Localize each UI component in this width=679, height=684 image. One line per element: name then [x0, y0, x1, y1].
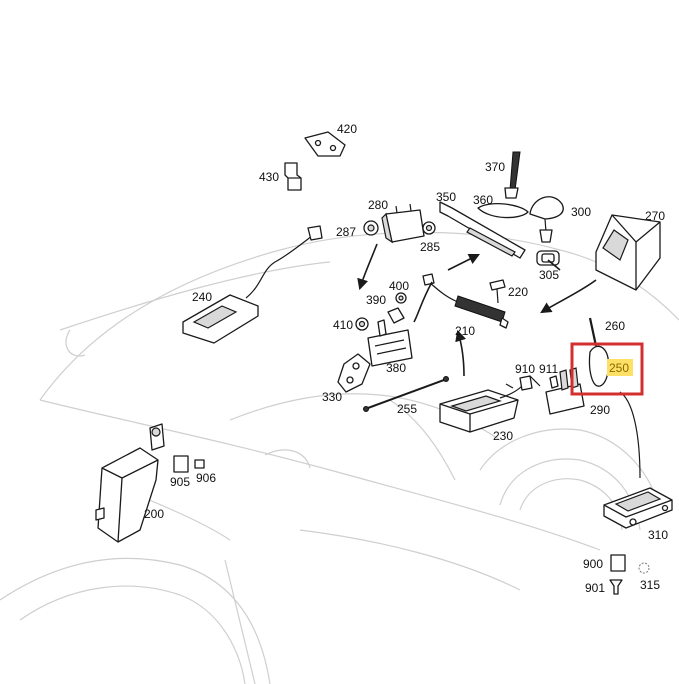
label-310: 310 [648, 528, 668, 542]
label-230: 230 [493, 429, 513, 443]
label-305: 305 [539, 268, 559, 282]
label-330: 330 [322, 390, 342, 404]
label-370: 370 [485, 160, 505, 174]
highlight-box-250 [570, 342, 644, 396]
screw-220 [489, 279, 506, 304]
connector-905 [173, 455, 189, 473]
clip-390 [387, 307, 405, 324]
antenna-rod-260 [588, 317, 598, 347]
bracket-380 [367, 319, 413, 367]
connector-901 [609, 579, 623, 595]
label-255: 255 [397, 402, 417, 416]
shark-fin-antenna-300 [529, 196, 564, 243]
label-410: 410 [333, 318, 353, 332]
antenna-strip-350 [439, 201, 526, 259]
label-360: 360 [473, 193, 493, 207]
fastener-410 [355, 317, 369, 331]
clip-906 [194, 459, 205, 469]
label-250: 250 [609, 361, 629, 375]
label-280: 280 [368, 198, 388, 212]
label-430: 430 [259, 170, 279, 184]
label-910: 910 [515, 362, 535, 376]
part-labels: 420 430 370 280 350 360 300 270 287 285 … [144, 122, 668, 595]
module-200 [95, 423, 165, 543]
label-300: 300 [571, 205, 591, 219]
module-310 [603, 487, 673, 529]
label-901: 901 [585, 581, 605, 595]
label-315: 315 [640, 578, 660, 592]
label-200: 200 [144, 507, 164, 521]
label-420: 420 [337, 122, 357, 136]
bracket-330 [337, 353, 371, 393]
rod-255 [363, 376, 449, 412]
gasket-305 [536, 250, 560, 266]
connector-900 [610, 554, 626, 572]
nut-285 [422, 221, 436, 235]
connector-911 [549, 375, 559, 389]
label-911: 911 [539, 362, 558, 376]
label-350: 350 [436, 190, 456, 204]
connector-910 [519, 375, 533, 391]
car-outline [0, 231, 679, 684]
module-230 [439, 385, 523, 433]
label-906: 906 [196, 471, 216, 485]
nut-315 [638, 562, 650, 574]
label-260: 260 [605, 319, 625, 333]
label-390: 390 [366, 293, 386, 307]
highlight-fill-250 [607, 359, 633, 376]
rod-antenna-370 [504, 151, 521, 199]
label-287: 287 [336, 225, 356, 239]
module-280 [381, 203, 425, 244]
leader-lines [357, 243, 597, 389]
label-285: 285 [420, 240, 440, 254]
label-220: 220 [508, 285, 528, 299]
base-pad-360 [477, 202, 529, 219]
label-380: 380 [386, 361, 406, 375]
label-400: 400 [389, 279, 409, 293]
clip-430 [284, 162, 302, 191]
bracket-420 [304, 131, 346, 157]
nut-400 [395, 292, 407, 304]
label-270: 270 [645, 209, 665, 223]
amplifier-box-270 [595, 214, 661, 291]
antenna-cover-250 [588, 345, 610, 387]
label-290: 290 [590, 403, 610, 417]
label-905: 905 [170, 475, 190, 489]
label-240: 240 [192, 290, 212, 304]
module-240 [182, 225, 323, 344]
label-900: 900 [583, 557, 603, 571]
nut-287 [363, 220, 379, 236]
label-210: 210 [455, 324, 475, 338]
